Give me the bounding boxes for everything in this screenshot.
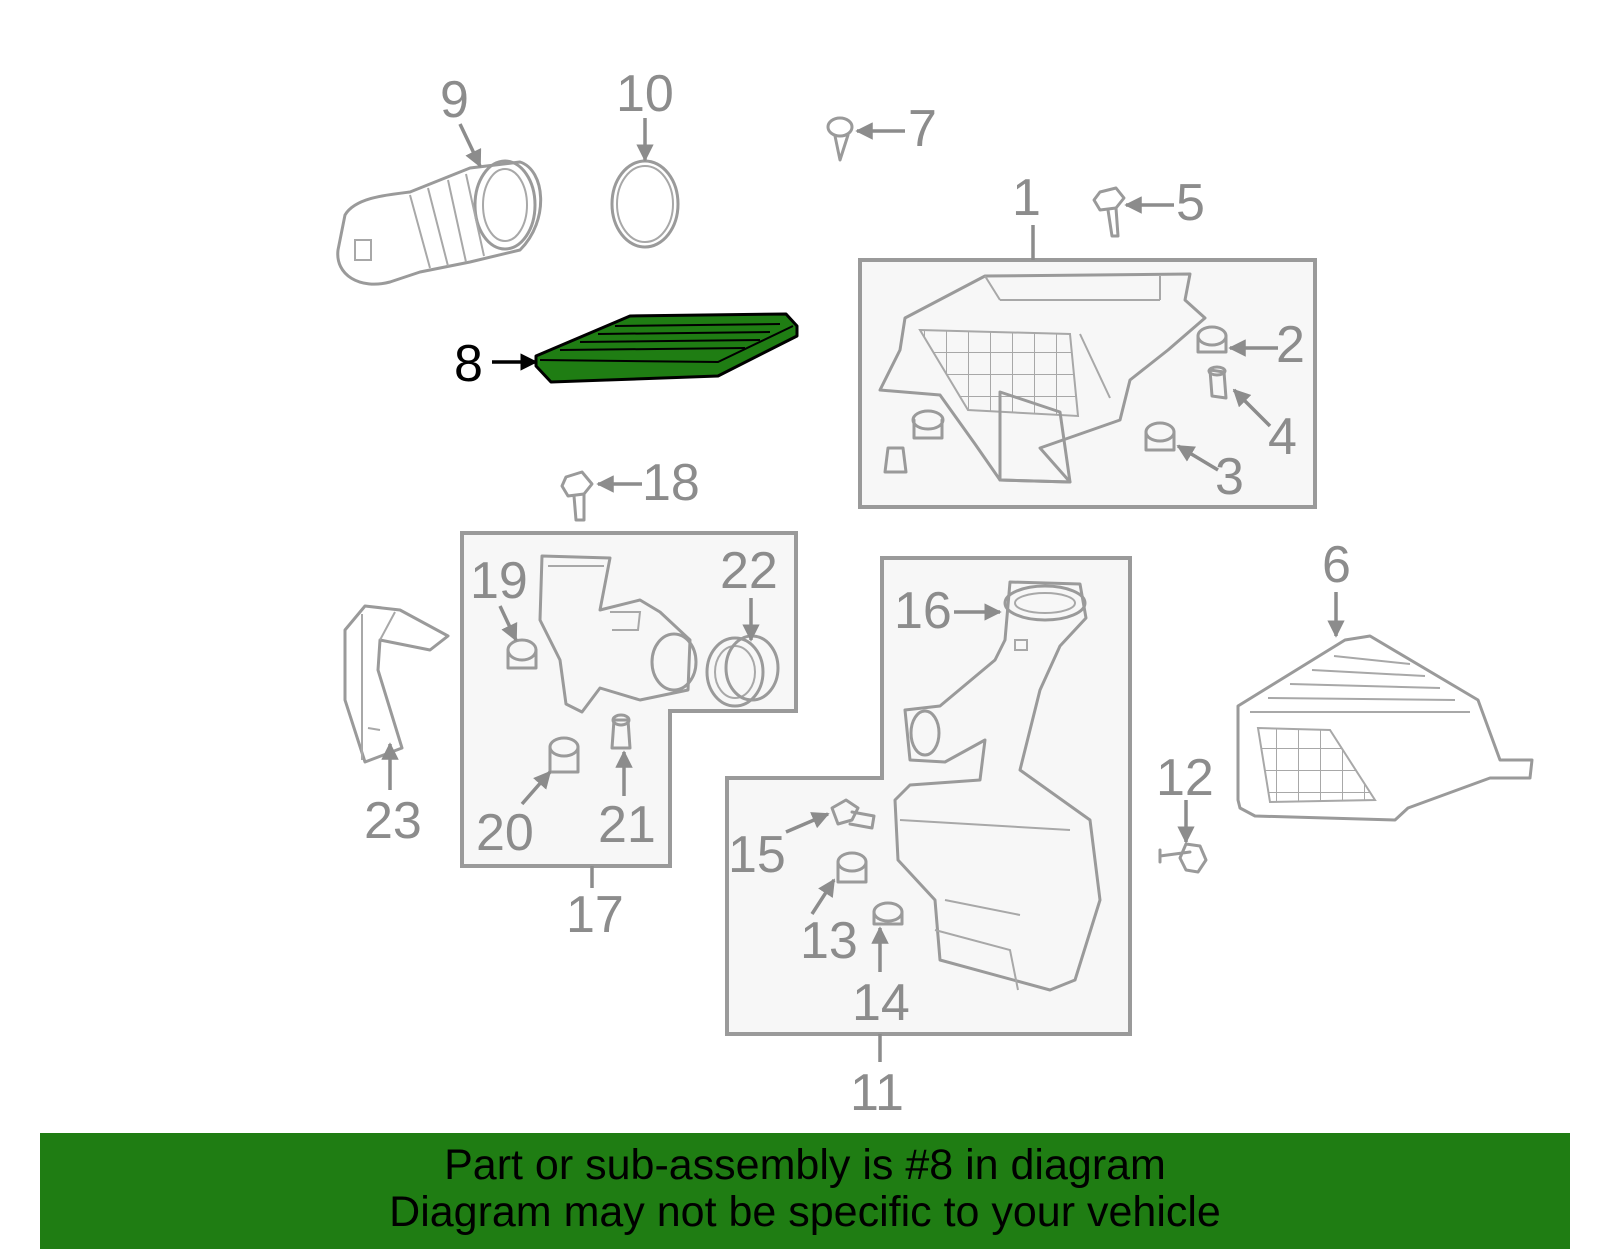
- callout-7: 7: [908, 100, 937, 158]
- callout-10: 10: [616, 65, 674, 123]
- callout-5: 5: [1176, 174, 1205, 232]
- info-banner: Part or sub-assembly is #8 in diagram Di…: [40, 1133, 1570, 1249]
- callout-20: 20: [476, 804, 534, 862]
- bolt-part-5: [1092, 186, 1126, 238]
- callout-19: 19: [470, 552, 528, 610]
- collar-part-21: [610, 713, 632, 750]
- bracket-part: [343, 604, 450, 764]
- group-box-11: [725, 556, 1132, 1036]
- collar-part-14: [872, 901, 904, 926]
- collar-part-4: [1207, 365, 1228, 400]
- callout-23: 23: [364, 792, 422, 850]
- air-cleaner-housing-part: [878, 272, 1207, 484]
- grommet-part-19: [506, 638, 538, 670]
- callout-12: 12: [1156, 749, 1214, 807]
- callout-2: 2: [1276, 316, 1305, 374]
- callout-15: 15: [728, 826, 786, 884]
- callout-11: 11: [850, 1064, 904, 1122]
- intake-duct-part: [336, 159, 543, 286]
- bolt-part-12: [1158, 842, 1208, 874]
- banner-line-2: Diagram may not be specific to your vehi…: [389, 1188, 1221, 1236]
- seal-ring-part: [610, 159, 680, 249]
- bolt-part-15: [830, 798, 876, 830]
- grommet-part-20: [548, 736, 580, 774]
- collar-part-13: [836, 851, 868, 884]
- callout-1: 1: [1012, 169, 1041, 227]
- callout-16: 16: [894, 582, 952, 640]
- air-cleaner-cover-part: [1236, 634, 1534, 822]
- group-box-1: [858, 258, 1317, 509]
- callout-4: 4: [1268, 408, 1297, 466]
- air-filter-part: [534, 312, 799, 384]
- banner-line-1: Part or sub-assembly is #8 in diagram: [444, 1141, 1166, 1189]
- callout-3: 3: [1215, 448, 1244, 506]
- callout-14: 14: [852, 974, 910, 1032]
- clip-part: [826, 116, 854, 162]
- grommet-part-2: [1196, 325, 1228, 354]
- callout-18: 18: [642, 454, 700, 512]
- callout-9: 9: [440, 71, 469, 129]
- callout-22: 22: [720, 542, 778, 600]
- grommet-part-3: [1144, 421, 1176, 452]
- resonator-elbow-part: [538, 554, 698, 714]
- callout-21: 21: [598, 796, 656, 854]
- callout-8: 8: [454, 335, 483, 393]
- callout-17: 17: [566, 886, 624, 944]
- resonator-chamber-part: [893, 580, 1102, 992]
- bolt-part-18: [560, 470, 594, 522]
- callout-6: 6: [1322, 536, 1351, 594]
- callout-13: 13: [800, 912, 858, 970]
